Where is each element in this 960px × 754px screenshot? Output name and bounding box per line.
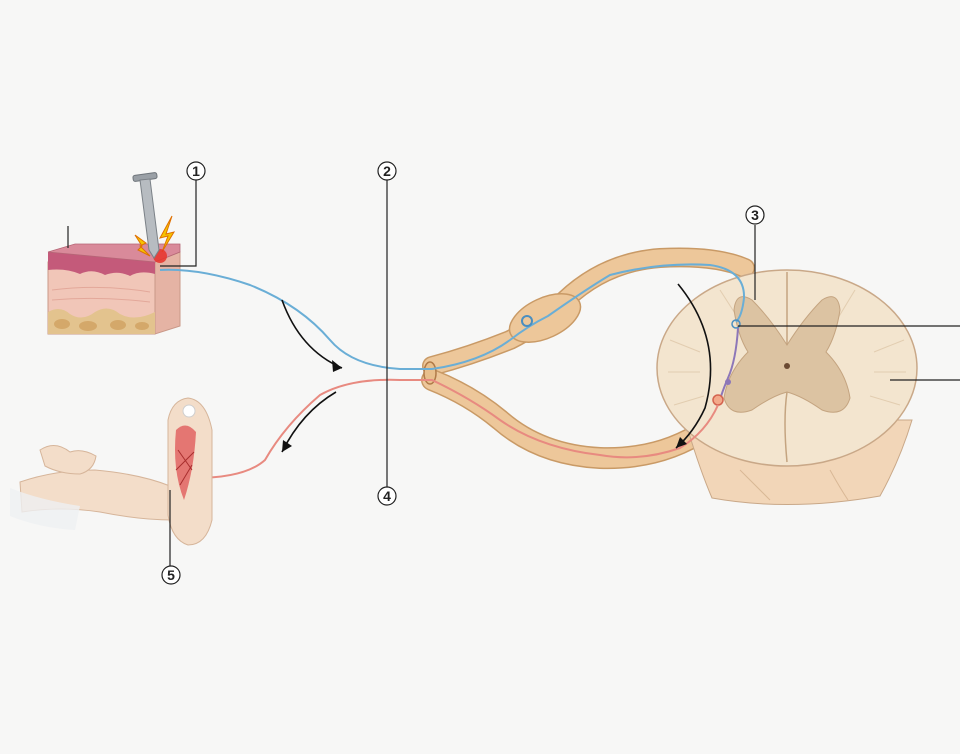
callout-2-label: 2	[383, 163, 391, 179]
nail-icon	[132, 172, 160, 259]
leader-lines	[67, 180, 960, 566]
muscle-icon	[175, 425, 196, 500]
callout-1: 1	[186, 161, 206, 181]
callout-5: 5	[161, 565, 181, 585]
callout-5-label: 5	[167, 567, 175, 583]
callout-4: 4	[377, 486, 397, 506]
leader-line-1	[160, 180, 197, 267]
reflex-direction-arrow	[675, 283, 712, 449]
spinal-cord-section	[656, 269, 918, 505]
motor-direction-arrow	[281, 391, 337, 453]
callout-2: 2	[377, 161, 397, 181]
sensory-neuron	[159, 263, 746, 370]
interneuron	[719, 327, 739, 401]
sensory-direction-arrow	[281, 299, 343, 372]
callout-3: 3	[745, 205, 765, 225]
callout-4-label: 4	[383, 488, 391, 504]
callout-1-label: 1	[192, 163, 200, 179]
motor-neuron	[194, 378, 724, 479]
spinal-nerve	[421, 247, 755, 470]
skin-block	[47, 243, 181, 335]
callout-3-label: 3	[751, 207, 759, 223]
